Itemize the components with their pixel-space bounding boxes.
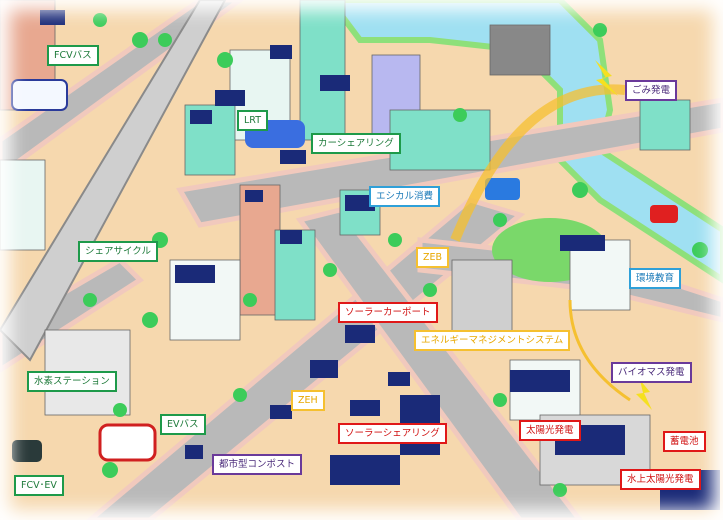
label-solar-carport[interactable]: ソーラーカーポート (338, 302, 438, 323)
lightning-icon (636, 380, 652, 410)
label-fcv-bus[interactable]: FCVバス (47, 45, 99, 66)
label-car-sharing[interactable]: カーシェアリング (311, 133, 401, 154)
label-zeb[interactable]: ZEB (416, 247, 450, 268)
label-floating-solar[interactable]: 水上太陽光発電 (620, 469, 701, 490)
label-hydrogen-station[interactable]: 水素ステーション (27, 371, 117, 392)
label-lrt[interactable]: LRT (237, 110, 269, 131)
railway (0, 0, 227, 362)
label-zeh[interactable]: ZEH (291, 390, 325, 411)
label-biomass-power[interactable]: バイオマス発電 (611, 362, 692, 383)
energy-flow-arrow (568, 299, 631, 402)
ev-bus-vehicle (98, 423, 157, 462)
label-ev-bus[interactable]: EVバス (160, 414, 206, 435)
label-waste-power[interactable]: ごみ発電 (625, 80, 678, 101)
label-urban-compost[interactable]: 都市型コンポスト (212, 454, 303, 475)
fcv-bus-vehicle (11, 79, 68, 111)
truck (485, 178, 520, 200)
label-environmental-education[interactable]: 環境教育 (629, 268, 682, 289)
lightning-icon (595, 60, 618, 96)
label-fcv-ev[interactable]: FCV･EV (14, 475, 64, 496)
label-solar-power[interactable]: 太陽光発電 (519, 420, 581, 441)
label-battery[interactable]: 蓄電池 (663, 431, 706, 452)
label-solar-sharing[interactable]: ソーラーシェアリング (338, 423, 447, 444)
fcv-car (12, 440, 42, 462)
river (326, 0, 723, 284)
energy-flow-arrow (450, 84, 626, 242)
trees (83, 13, 708, 497)
label-share-cycle[interactable]: シェアサイクル (78, 241, 159, 262)
label-energy-management[interactable]: エネルギーマネジメントシステム (414, 330, 571, 351)
car (650, 205, 678, 223)
label-ethical-consumption[interactable]: エシカル消費 (369, 186, 441, 207)
